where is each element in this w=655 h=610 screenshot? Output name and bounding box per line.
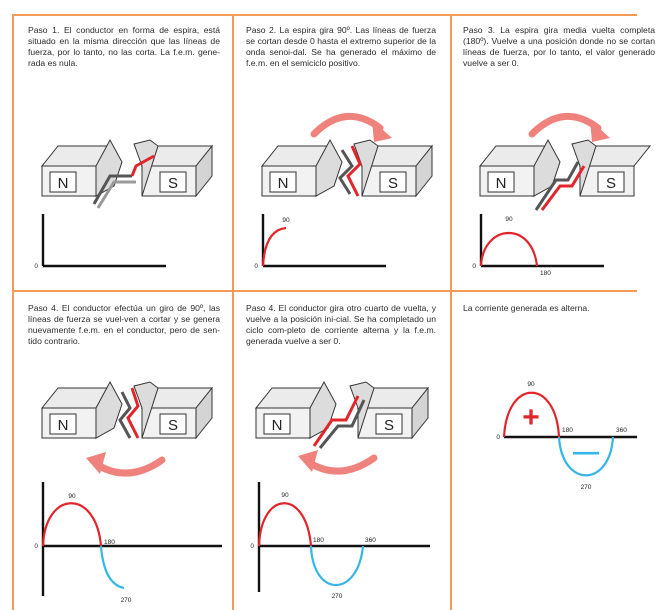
north-label: N [496, 175, 507, 192]
panel-step-1: Paso 1. El conductor en forma de espira,… [14, 16, 232, 290]
negative-half-wave [309, 545, 365, 586]
axis-90-label: 90 [527, 381, 535, 388]
step-3-text: Paso 3. La espira gira media vuelta comp… [463, 25, 655, 68]
rotation-arrowhead [298, 450, 318, 472]
axis-zero-label: 0 [250, 543, 254, 550]
conductor-loop [92, 154, 155, 209]
north-magnet: N [40, 380, 123, 440]
border-col2 [450, 14, 452, 610]
waveform-axes [479, 214, 604, 268]
step-2-text: Paso 2. La espira gira 90º. Las líneas d… [246, 25, 436, 68]
panel-step-4: Paso 4. El conductor efectúa un giro de … [14, 292, 232, 610]
steps-grid: Paso 1. El conductor en forma de espira,… [12, 14, 655, 610]
axis-zero-label: 0 [34, 263, 38, 270]
rotation-arrowhead [590, 120, 610, 142]
axis-zero-label: 0 [472, 263, 476, 270]
axis-270-label: 270 [332, 593, 343, 600]
plus-sign: + [522, 401, 540, 434]
north-label: N [58, 175, 69, 192]
step-1-text: Paso 1. El conductor en forma de espira,… [28, 25, 220, 68]
axis-90-label: 90 [282, 217, 290, 224]
rotation-arrowhead [86, 452, 106, 474]
step-4-illustration: N S 0 90 180 [34, 380, 222, 604]
conductor-loop [534, 161, 586, 211]
step-5-illustration: N S 0 90 180 [250, 380, 430, 600]
rotation-arrow [528, 112, 602, 138]
alternating-wave-illustration: + — 0 90 180 360 270 [496, 381, 637, 491]
axis-zero-label: 0 [34, 543, 38, 550]
panel-step-5: Paso 4. El conductor gira otro cuarto de… [234, 292, 450, 610]
axis-180-label: 180 [104, 539, 115, 546]
south-label: S [168, 417, 178, 434]
axis-90-label: 90 [281, 492, 289, 499]
axis-360-label: 360 [616, 427, 627, 434]
panel-summary: La corriente generada es alterna. + — 0 … [452, 292, 637, 610]
summary-text: La corriente generada es alterna. [463, 303, 590, 313]
north-magnet: N [40, 138, 123, 198]
axis-zero-label: 0 [254, 263, 258, 270]
positive-half-wave [41, 502, 103, 547]
border-col1 [232, 14, 234, 610]
minus-sign: — [573, 436, 599, 466]
axis-180-label: 180 [540, 270, 551, 277]
south-magnet: S [133, 381, 214, 440]
south-magnet: S [353, 139, 434, 198]
conductor-loop [338, 145, 362, 197]
step-4-text: Paso 4. El conductor efectúa un giro de … [28, 303, 220, 346]
axis-270-label: 270 [121, 597, 132, 604]
north-magnet: N [260, 138, 343, 198]
conductor-loop [118, 387, 140, 439]
axis-270-label: 270 [581, 484, 592, 491]
axis-180-label: 180 [313, 537, 324, 544]
north-label: N [278, 175, 289, 192]
step-1-illustration: N S 0 [34, 138, 214, 270]
waveform-axes [41, 214, 166, 268]
south-label: S [606, 175, 616, 192]
positive-half-wave [257, 502, 313, 547]
axis-360-label: 360 [365, 537, 376, 544]
axis-90-label: 90 [505, 216, 513, 223]
rotation-arrowhead [372, 120, 392, 142]
south-label: S [384, 417, 394, 434]
border-top [12, 14, 637, 16]
panel-step-2: Paso 2. La espira gira 90º. Las líneas d… [234, 16, 450, 290]
axis-90-label: 90 [68, 493, 76, 500]
north-label: N [58, 417, 69, 434]
axis-180-label: 180 [562, 427, 573, 434]
positive-half-wave [502, 391, 561, 438]
border-middle [12, 290, 637, 292]
negative-half-wave [557, 436, 615, 477]
rotation-arrow [304, 454, 378, 475]
south-magnet: S [349, 381, 430, 440]
rotation-arrow [92, 456, 166, 477]
south-label: S [388, 175, 398, 192]
north-magnet: N [254, 380, 337, 440]
south-magnet: S [133, 139, 214, 198]
axis-zero-label: 0 [496, 434, 500, 441]
conductor-loop [312, 395, 366, 449]
negative-quarter-wave [99, 545, 125, 590]
step-2-illustration: N S 0 90 [254, 112, 434, 270]
panel-step-3: Paso 3. La espira gira media vuelta comp… [452, 16, 655, 290]
north-magnet: N [478, 138, 561, 198]
step-5-text: Paso 4. El conductor gira otro cuarto de… [246, 303, 436, 346]
south-label: S [168, 175, 178, 192]
north-label: N [272, 417, 283, 434]
positive-quarter-wave [261, 226, 287, 267]
border-left [12, 14, 14, 610]
step-3-illustration: N S 0 90 180 [472, 112, 652, 277]
positive-half-wave [479, 231, 539, 267]
rotation-arrow [310, 112, 384, 138]
